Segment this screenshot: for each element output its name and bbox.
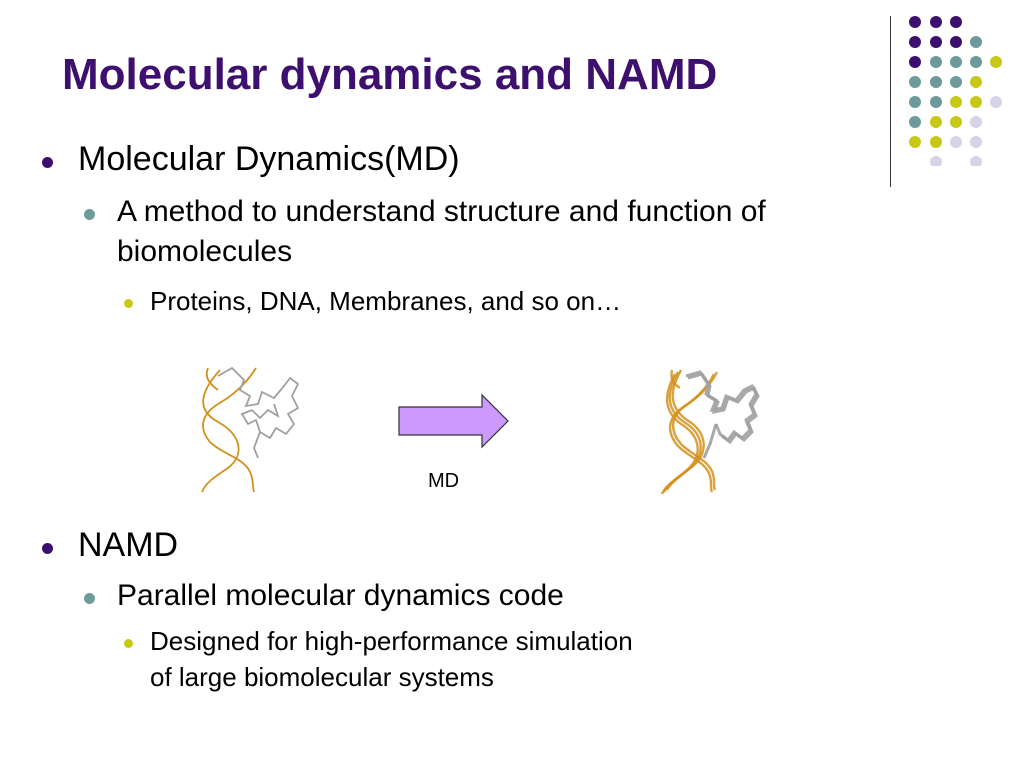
bullet-biomolecule-examples: Proteins, DNA, Membranes, and so on… [150, 286, 622, 316]
protein-chain [217, 366, 300, 459]
dot-row-7 [909, 136, 982, 148]
decorative-divider [890, 16, 891, 187]
dot-row-3 [909, 56, 1002, 68]
decorative-dot-grid [909, 16, 1002, 166]
dot-row-4 [909, 76, 982, 88]
bullet-marker-level1 [42, 157, 53, 168]
bullet-md-definition-line2: biomolecules [117, 235, 293, 268]
dot-row-8 [930, 156, 982, 166]
bullet-marker-level3 [124, 299, 133, 308]
md-arrow [398, 393, 509, 449]
bullet-namd-purpose-line2: of large biomolecular systems [150, 662, 494, 692]
dot-row-6 [909, 116, 982, 128]
dna-ensemble [660, 369, 719, 495]
slide-title: Molecular dynamics and NAMD [62, 50, 718, 99]
dot-row-5 [909, 96, 1002, 108]
bullet-namd: NAMD [78, 526, 179, 564]
bullet-marker-level2 [84, 209, 95, 220]
bullet-md-definition-line1: A method to understand structure and fun… [117, 195, 766, 228]
protein-ensemble [685, 370, 760, 459]
md-arrow-label: MD [428, 470, 460, 492]
dna-strands [201, 367, 257, 493]
simulated-structure-ensemble-image [660, 369, 760, 495]
bullet-marker-level3 [124, 639, 133, 648]
bullet-namd-purpose-line1: Designed for high-performance simulation [150, 626, 633, 656]
initial-structure-image [201, 366, 300, 493]
bullet-namd-description: Parallel molecular dynamics code [117, 579, 564, 612]
bullet-molecular-dynamics: Molecular Dynamics(MD) [78, 140, 460, 178]
bullet-marker-level2 [84, 593, 95, 604]
bullet-marker-level1 [42, 543, 53, 554]
dot-row-1 [909, 16, 962, 28]
dot-row-2 [909, 36, 982, 48]
